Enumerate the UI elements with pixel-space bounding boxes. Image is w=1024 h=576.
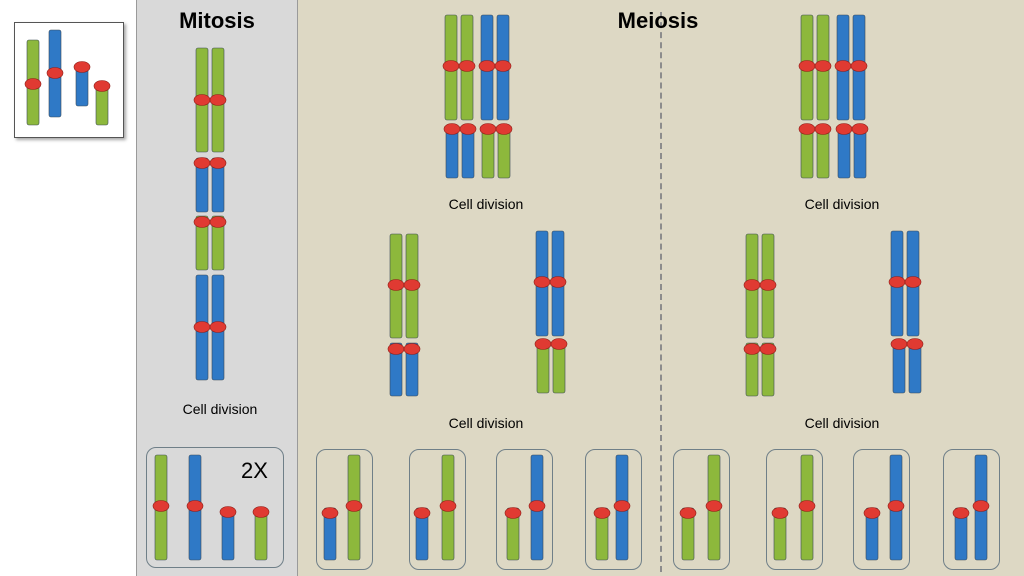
green-chromatid bbox=[761, 342, 775, 397]
centromere bbox=[504, 507, 522, 519]
centromere bbox=[345, 500, 363, 512]
meiosis-daughter-cell bbox=[496, 449, 553, 570]
centromere bbox=[209, 216, 227, 228]
centromere bbox=[186, 500, 204, 512]
centromere bbox=[403, 343, 421, 355]
centromere bbox=[528, 500, 546, 512]
centromere bbox=[593, 507, 611, 519]
centromere bbox=[887, 500, 905, 512]
centromere bbox=[771, 507, 789, 519]
centromere bbox=[321, 507, 339, 519]
centromere bbox=[952, 507, 970, 519]
mitosis-daughter-cell bbox=[146, 447, 284, 568]
centromere bbox=[851, 123, 869, 135]
centromere bbox=[193, 157, 211, 169]
centromere bbox=[550, 338, 568, 350]
centromere bbox=[814, 60, 832, 72]
mitosis-title: Mitosis bbox=[179, 8, 255, 33]
centromere bbox=[219, 506, 237, 518]
centromere bbox=[443, 123, 461, 135]
meiosis-daughter-cell bbox=[316, 449, 373, 570]
centromere bbox=[798, 500, 816, 512]
centromere bbox=[834, 60, 852, 72]
centromere bbox=[904, 276, 922, 288]
blue-chromatid bbox=[389, 342, 403, 397]
centromere bbox=[93, 80, 111, 92]
centromere bbox=[906, 338, 924, 350]
centromere bbox=[972, 500, 990, 512]
centromere bbox=[73, 61, 91, 73]
meiosis-daughter-cell bbox=[585, 449, 642, 570]
centromere bbox=[613, 500, 631, 512]
centromere bbox=[413, 507, 431, 519]
centromere bbox=[458, 60, 476, 72]
green-chromatid bbox=[211, 215, 225, 271]
centromere bbox=[835, 123, 853, 135]
meiosis-title: Meiosis bbox=[617, 8, 699, 33]
centromere bbox=[759, 279, 777, 291]
meiosis-right-division-2-label: Cell division bbox=[804, 415, 880, 431]
centromere bbox=[705, 500, 723, 512]
centromere bbox=[759, 343, 777, 355]
meiosis-daughter-cell bbox=[673, 449, 730, 570]
meiosis-daughter-cell bbox=[766, 449, 823, 570]
centromere bbox=[193, 321, 211, 333]
centromere bbox=[152, 500, 170, 512]
centromere bbox=[387, 343, 405, 355]
meiosis-right-division-1-label: Cell division bbox=[804, 196, 880, 212]
centromere bbox=[387, 279, 405, 291]
centromere bbox=[549, 276, 567, 288]
blue-chromatid bbox=[405, 342, 419, 397]
centromere bbox=[743, 279, 761, 291]
centromere bbox=[403, 279, 421, 291]
centromere bbox=[888, 276, 906, 288]
centromere bbox=[193, 216, 211, 228]
centromere bbox=[478, 60, 496, 72]
centromere bbox=[863, 507, 881, 519]
centromere bbox=[193, 94, 211, 106]
centromere bbox=[209, 157, 227, 169]
mitosis-cell-division-label: Cell division bbox=[182, 401, 258, 417]
centromere bbox=[459, 123, 477, 135]
centromere bbox=[479, 123, 497, 135]
meiosis-left-division-1-label: Cell division bbox=[448, 196, 524, 212]
centromere bbox=[890, 338, 908, 350]
meiosis-daughter-cell bbox=[853, 449, 910, 570]
centromere bbox=[209, 321, 227, 333]
mitosis-multiplier-label: 2X bbox=[241, 458, 268, 483]
centromere bbox=[439, 500, 457, 512]
centromere bbox=[798, 60, 816, 72]
centromere bbox=[495, 123, 513, 135]
centromere bbox=[533, 276, 551, 288]
centromere bbox=[679, 507, 697, 519]
centromere bbox=[46, 67, 64, 79]
meiosis-left-division-2-label: Cell division bbox=[448, 415, 524, 431]
centromere bbox=[798, 123, 816, 135]
centromere bbox=[850, 60, 868, 72]
meiosis-daughter-cell bbox=[943, 449, 1000, 570]
centromere bbox=[24, 78, 42, 90]
centromere bbox=[814, 123, 832, 135]
meiosis-divider-line bbox=[660, 12, 662, 572]
centromere bbox=[442, 60, 460, 72]
centromere bbox=[209, 94, 227, 106]
centromere bbox=[252, 506, 270, 518]
centromere bbox=[494, 60, 512, 72]
green-chromatid bbox=[745, 342, 759, 397]
meiosis-daughter-cell bbox=[409, 449, 466, 570]
centromere bbox=[534, 338, 552, 350]
green-chromatid bbox=[195, 215, 209, 271]
centromere bbox=[743, 343, 761, 355]
